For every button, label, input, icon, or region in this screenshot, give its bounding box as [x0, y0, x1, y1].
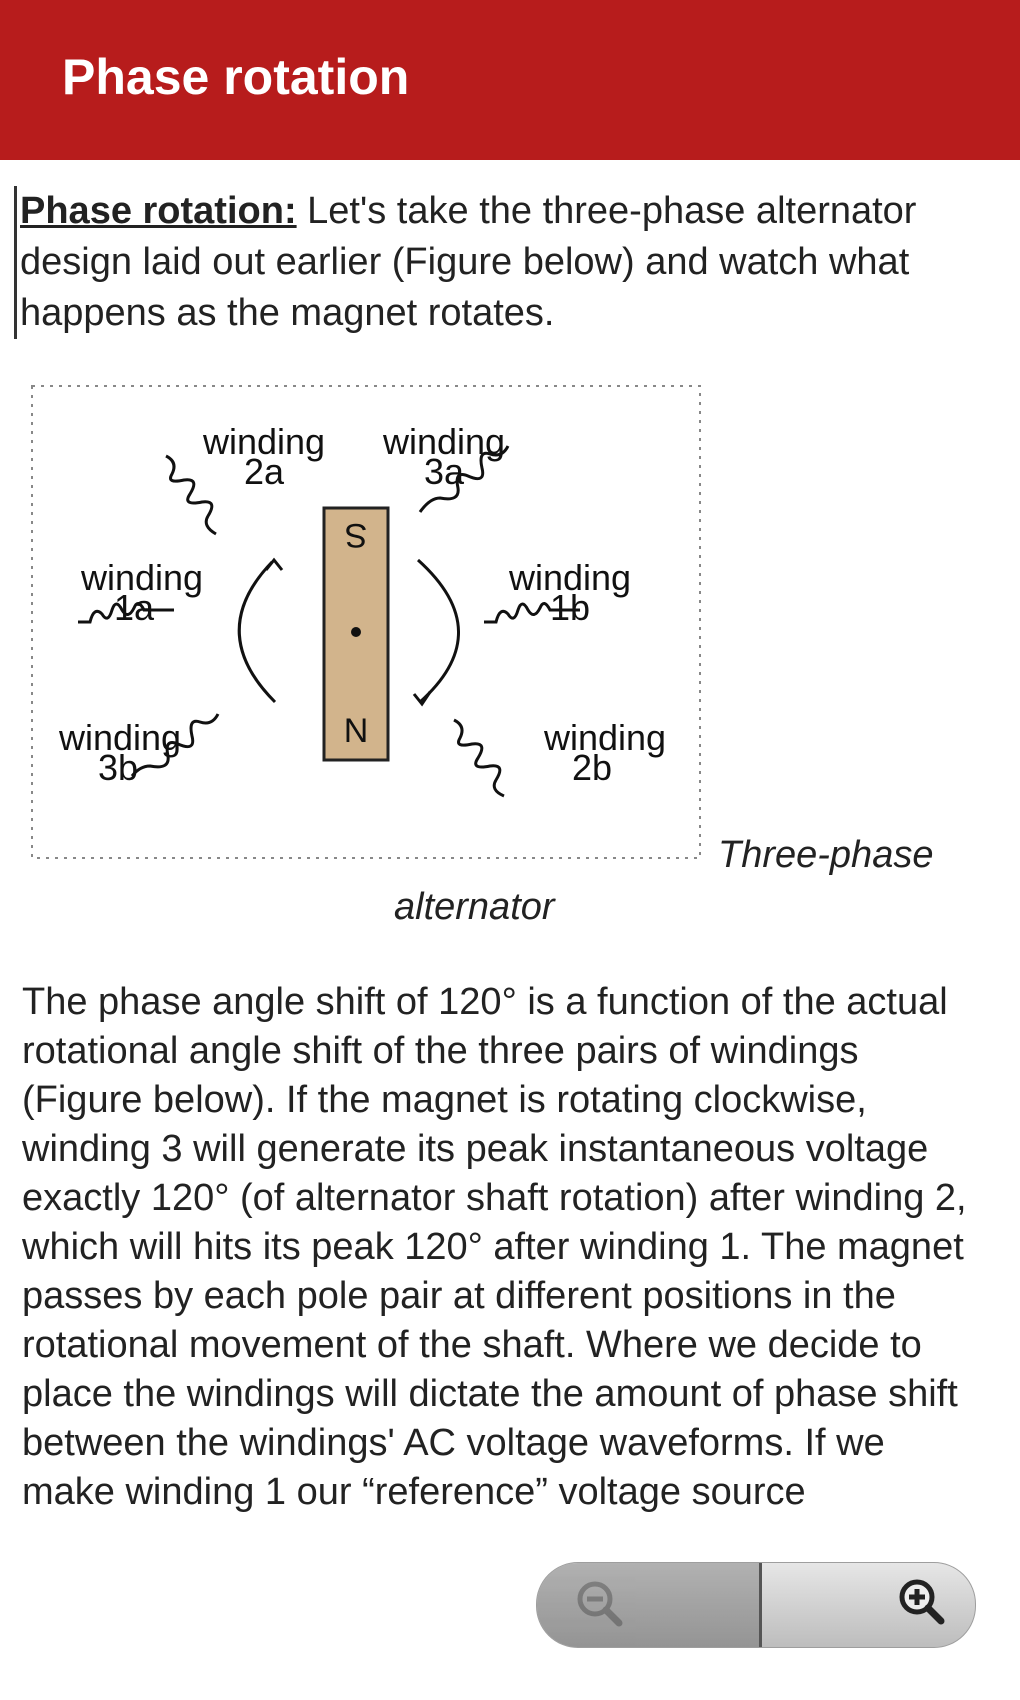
alternator-diagram: winding 2a winding 3a winding 1a winding… — [31, 385, 701, 859]
coil-2b-icon — [453, 718, 505, 798]
label-winding-1a: winding — [80, 557, 203, 598]
zoom-control[interactable] — [536, 1562, 976, 1648]
zoom-out-button[interactable] — [537, 1563, 759, 1647]
zoom-divider — [759, 1563, 762, 1647]
right-arrowhead-icon — [412, 691, 432, 707]
label-winding-3a: winding — [382, 421, 505, 462]
magnet-south-label: S — [345, 516, 368, 554]
left-arrowhead-icon — [264, 557, 284, 571]
coil-1b-icon — [484, 602, 580, 624]
label-id-2b: 2b — [572, 747, 612, 788]
magnet-pivot — [351, 627, 361, 637]
figure-caption-line2: alternator — [394, 886, 555, 928]
figure-caption-line1: Three-phase — [718, 834, 934, 876]
zoom-in-icon — [899, 1579, 945, 1625]
intro-label: Phase rotation: — [20, 190, 297, 232]
right-rotation-arc — [416, 558, 460, 704]
intro-paragraph: Phase rotation: Let's take the three-pha… — [14, 186, 980, 339]
coil-2a-icon — [165, 454, 217, 536]
magnet: S N — [322, 506, 390, 762]
label-winding-2b: winding — [543, 717, 666, 758]
coil-3b-icon — [130, 713, 220, 777]
magnet-north-label: N — [344, 712, 369, 750]
body-paragraph: The phase angle shift of 120° is a funct… — [22, 981, 967, 1513]
label-id-2a: 2a — [244, 451, 285, 492]
left-rotation-arc — [237, 560, 277, 704]
label-id-3b: 3b — [98, 747, 138, 788]
coil-3a-icon — [418, 445, 510, 513]
alternator-figure: winding 2a winding 3a winding 1a winding… — [30, 384, 702, 860]
label-id-1b: 1b — [550, 587, 590, 628]
label-winding-3b: winding — [58, 717, 181, 758]
winding-coils — [78, 445, 580, 798]
app-bar: Phase rotation — [0, 0, 1020, 160]
coil-1a-icon — [78, 602, 174, 624]
label-winding-1b: winding — [508, 557, 631, 598]
article-content[interactable]: Phase rotation: Let's take the three-pha… — [0, 160, 1020, 1700]
rotation-arrows — [237, 557, 460, 707]
page-title: Phase rotation — [62, 49, 410, 105]
zoom-in-button[interactable] — [761, 1563, 975, 1647]
intro-text: Let's take the three-phase alternator de… — [20, 190, 917, 334]
zoom-out-icon — [577, 1581, 623, 1627]
figure-border — [31, 385, 701, 859]
label-winding-2a: winding — [202, 421, 325, 462]
